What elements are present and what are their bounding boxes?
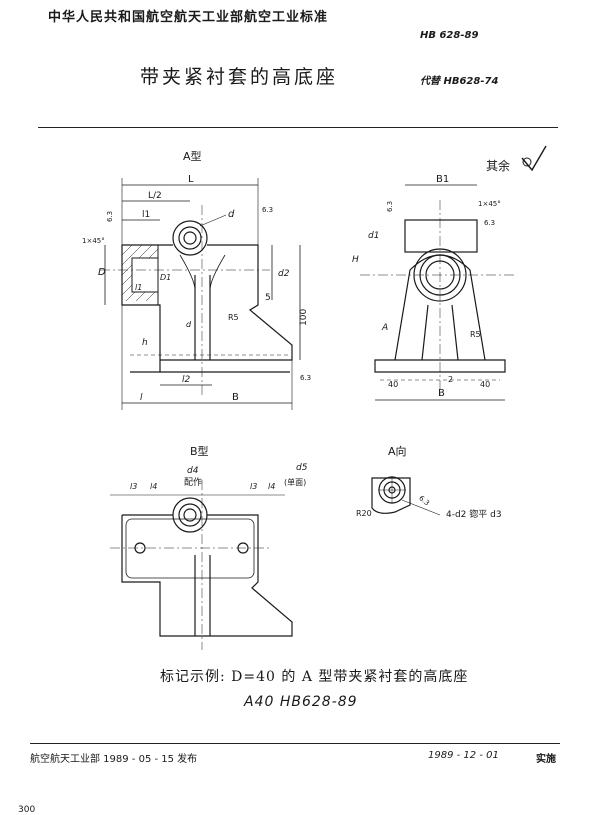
dim-40-left: 40 [388,380,398,389]
dim-h: h [142,338,148,348]
issue-date: 航空航天工业部 1989 - 05 - 15 发布 [30,754,198,765]
view-a-direction-label: A向 [388,444,407,458]
dim-l2: l2 [182,375,191,385]
roughness-a2: 6.3 [262,206,273,214]
view-a-type-label: A型 [183,149,202,163]
footer-rule [30,743,560,744]
hole-note: 4-d2 锪平 d3 [446,508,502,520]
dim-D1: D1 [160,273,171,282]
label-R5-side: R5 [470,330,481,339]
label-d-web: d [186,320,192,329]
surface-finish-note: 其余 [486,145,547,173]
label-R20: R20 [356,509,372,518]
marking-example: 标记示例: D=40 的 A 型带夹紧衬套的高底座 [160,669,469,685]
dim-d1: d1 [368,231,379,241]
dim-l1-hatch: l1 [135,283,142,292]
section-A: A [381,323,388,333]
replaces-standard: 代替 HB628-74 [420,76,499,87]
dim-l3-b-right: l3 [250,482,257,491]
dim-L-half: L/2 [148,191,162,201]
assembly-note: 配作 [184,476,202,488]
effective-date: 1989 - 12 - 01 [428,750,499,761]
view-b-type-label: B型 [190,444,209,458]
label-d4: d4 [187,466,199,476]
label-d5: d5 [296,463,308,473]
view-a-side: B1 1×45° d1 H A R5 40 2 40 B 6.3 6.3 [352,174,515,401]
label-R5-a: R5 [228,313,239,322]
dim-B1: B1 [436,174,449,185]
dim-d2: d2 [278,269,290,279]
dim-2: 2 [448,375,453,384]
one-side-note: (单面) [284,477,306,487]
dim-D: D [98,267,106,278]
label-d: d [228,209,235,220]
issuing-organization: 中华人民共和国航空航天工业部航空工业标准 [48,10,329,25]
standard-number: HB 628-89 [420,30,479,41]
dim-l4-b-right: l4 [268,482,275,491]
roughness-a3: 6.3 [300,374,311,382]
page-number: 300 [18,805,36,815]
dim-5: 5 [265,293,271,303]
header-rule [38,127,558,128]
dim-B-side: B [438,388,445,399]
roughness-s2: 6.3 [484,219,495,227]
dim-l1: l1 [142,210,150,220]
dim-40-right: 40 [480,380,490,389]
surface-note-text: 其余 [486,158,510,173]
marking-code: A40 HB628-89 [244,694,358,710]
dim-100: 100 [299,309,309,326]
dim-l: l [140,393,143,403]
chamfer-left: 1×45° [82,237,105,245]
roughness-detail: 6.3 [417,494,431,507]
roughness-s1: 6.3 [386,201,394,212]
roughness-a1: 6.3 [106,211,114,222]
view-b: B型 d4 配作 d5 (单面) l3 l4 l3 l4 [110,444,308,650]
dim-l3-b-left: l3 [130,482,137,491]
view-a-direction: A向 R20 4-d2 锪平 d3 6.3 [356,444,502,520]
dim-l4-b-left: l4 [150,482,157,491]
dim-B: B [232,392,239,403]
implement-label: 实施 [536,754,556,765]
document-title: 带夹紧衬套的高底座 [140,66,339,88]
view-a-front: A型 L L/2 l1 d [82,149,311,410]
dim-H: H [352,255,359,265]
dim-L: L [188,174,194,185]
chamfer-right: 1×45° [478,200,501,208]
